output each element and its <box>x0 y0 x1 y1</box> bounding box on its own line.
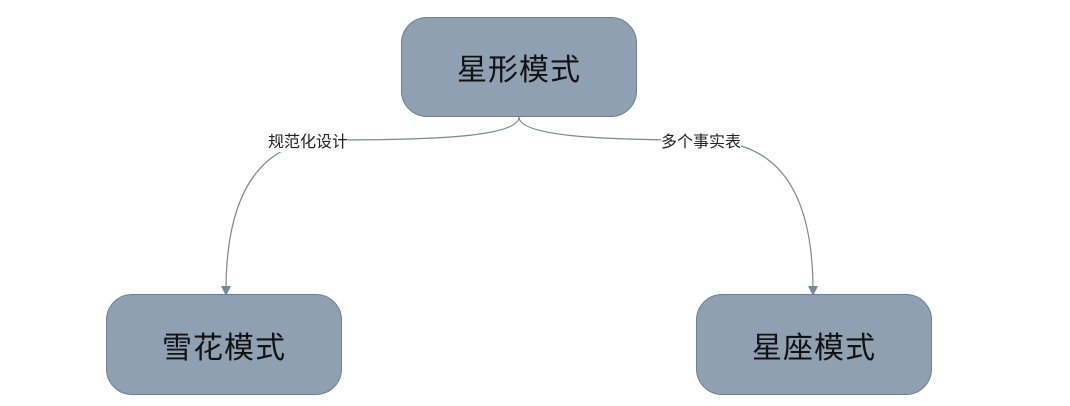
edge-label-multiple-fact-tables: 多个事实表 <box>661 132 742 152</box>
node-snowflake-schema[interactable]: 雪花模式 <box>106 294 342 395</box>
node-constellation-schema-label: 星座模式 <box>752 330 876 366</box>
node-star-schema-label: 星形模式 <box>457 53 581 88</box>
node-star-schema[interactable]: 星形模式 <box>401 17 637 117</box>
edge-label-normalized-design: 规范化设计 <box>268 132 349 152</box>
node-snowflake-schema-label: 雪花模式 <box>162 330 286 366</box>
node-constellation-schema[interactable]: 星座模式 <box>696 294 932 395</box>
